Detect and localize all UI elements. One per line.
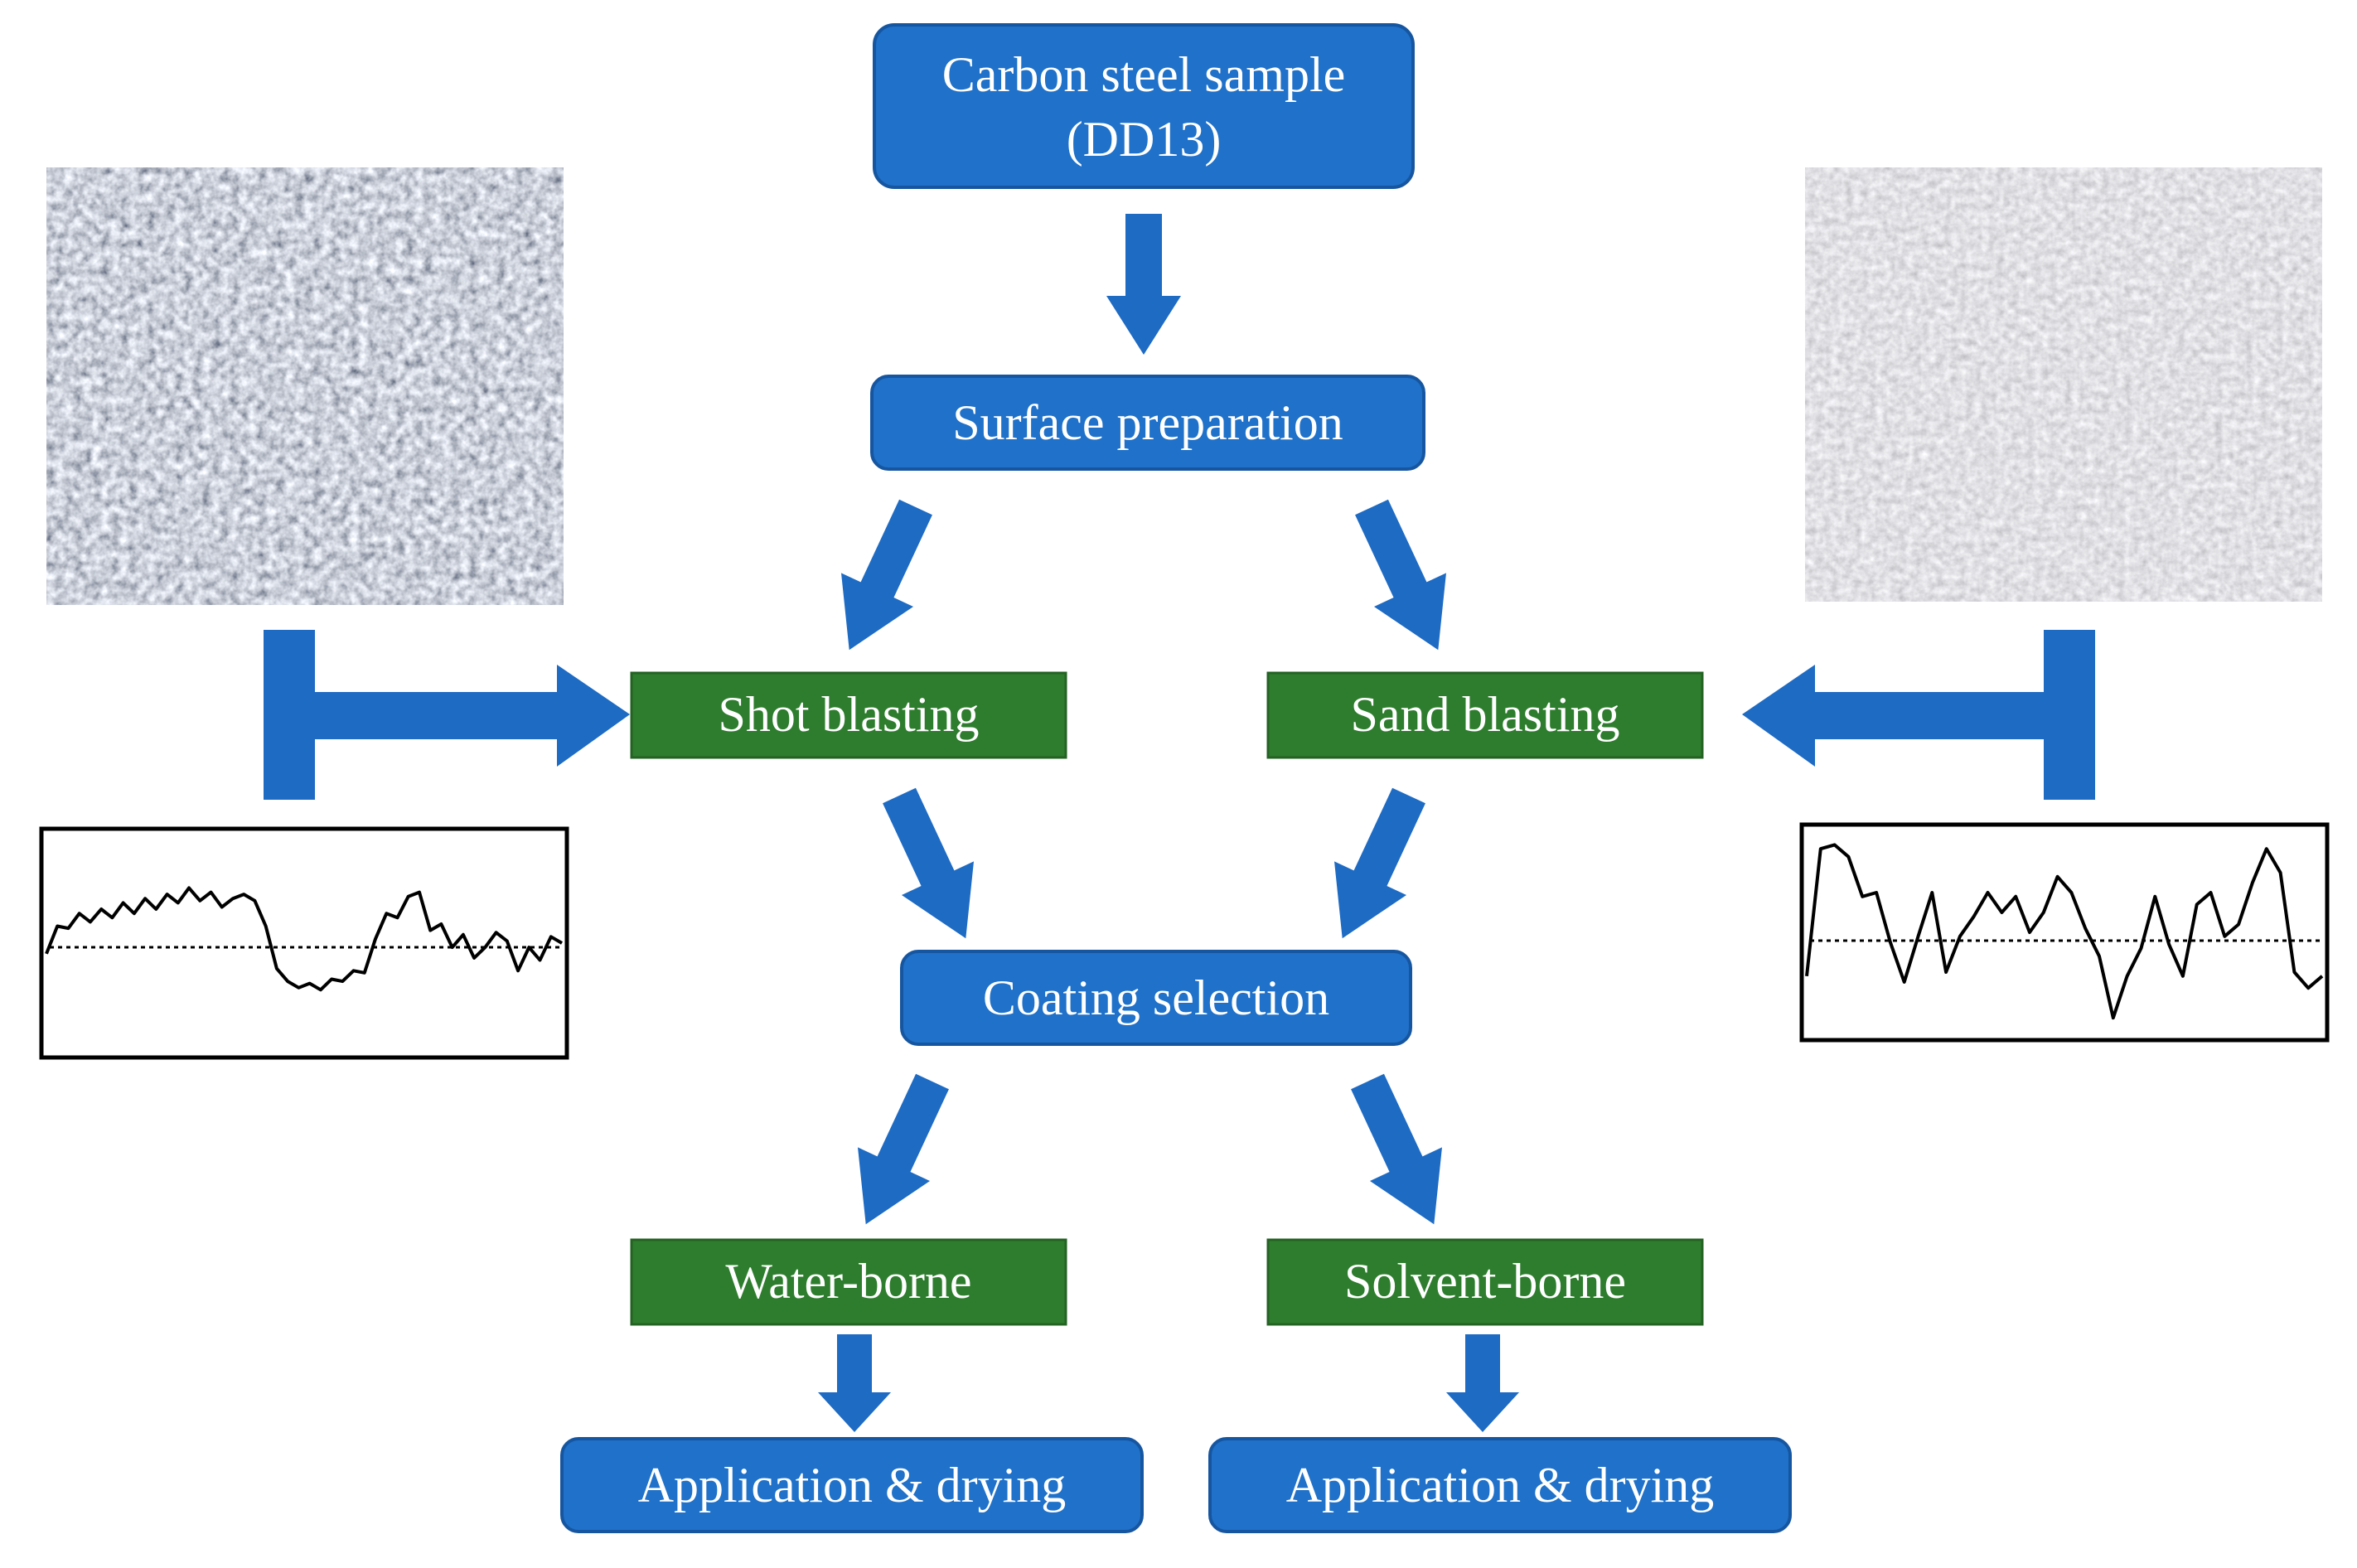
coating-selection-label: Coating selection — [983, 970, 1329, 1025]
shot-blasted-surface-photo — [46, 167, 564, 605]
application-drying-left-box: Application & drying — [560, 1437, 1144, 1533]
arrow-shot-to-coating — [883, 787, 974, 939]
shot-t-arrow — [264, 630, 630, 800]
arrow-water-to-application — [818, 1334, 891, 1432]
shot-roughness-profile — [39, 826, 569, 1060]
sand-blasting-box: Sand blasting — [1266, 671, 1704, 759]
water-borne-label: Water-borne — [725, 1254, 971, 1309]
arrow-coating-to-solvent — [1351, 1073, 1442, 1225]
sand-roughness-profile — [1799, 822, 2330, 1043]
water-borne-box: Water-borne — [630, 1238, 1067, 1326]
arrow-sand-to-coating — [1334, 787, 1425, 939]
arrow-solvent-to-application — [1446, 1334, 1519, 1432]
application-drying-left-label: Application & drying — [638, 1458, 1067, 1512]
flow-arrows — [818, 214, 1519, 1432]
arrow-coating-to-water — [858, 1073, 949, 1225]
sand-blasted-surface-photo — [1805, 167, 2322, 602]
arrow-sample-to-prep — [1106, 214, 1181, 355]
solvent-borne-box: Solvent-borne — [1266, 1238, 1704, 1326]
shot-blasting-box: Shot blasting — [630, 671, 1067, 759]
solvent-borne-label: Solvent-borne — [1344, 1254, 1626, 1309]
carbon-steel-sample-code: (DD13) — [1067, 112, 1222, 167]
surface-preparation-box: Surface preparation — [870, 375, 1425, 471]
application-drying-right-box: Application & drying — [1208, 1437, 1792, 1533]
arrow-prep-to-sand — [1355, 499, 1446, 651]
coating-selection-box: Coating selection — [900, 950, 1412, 1046]
surface-preparation-label: Surface preparation — [952, 395, 1343, 450]
arrow-prep-to-shot — [841, 499, 932, 651]
shot-blasting-label: Shot blasting — [718, 687, 979, 742]
shot-profile-curve — [45, 886, 564, 992]
sand-profile-curve — [1805, 843, 2324, 1020]
carbon-steel-sample-label: Carbon steel sample — [942, 47, 1346, 102]
application-drying-right-label: Application & drying — [1286, 1458, 1715, 1512]
carbon-steel-sample-box: Carbon steel sample (DD13) — [873, 23, 1415, 189]
sand-blasting-label: Sand blasting — [1351, 687, 1620, 742]
sand-t-arrow — [1742, 630, 2095, 800]
